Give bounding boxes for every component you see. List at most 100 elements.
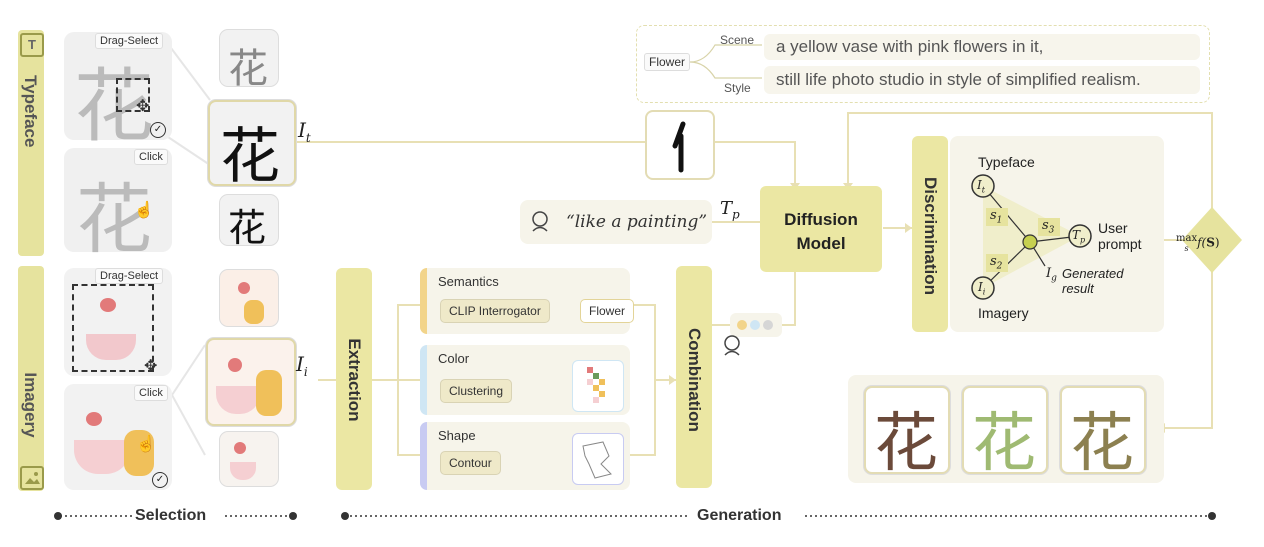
- drag-select-imagery-card[interactable]: ✥: [64, 268, 172, 376]
- result-glyph: 花: [874, 407, 938, 474]
- move-cursor-icon: ✥: [144, 358, 158, 375]
- yellow-vase: [256, 370, 282, 416]
- s3-main: s: [1042, 218, 1049, 233]
- flower-tag: Flower: [644, 53, 691, 71]
- prompt-box: [636, 25, 1210, 103]
- imagery-thumb-selected: [206, 338, 296, 426]
- click-tag: Click: [134, 149, 168, 165]
- S-text: S: [1206, 235, 1215, 250]
- tp-node: Tp: [1072, 228, 1085, 244]
- vase-image: [86, 334, 136, 360]
- tp-sub: p: [732, 207, 740, 222]
- ig-label: Ig: [1046, 266, 1057, 284]
- style-label: Style: [724, 81, 751, 95]
- shape-title: Shape: [438, 428, 476, 443]
- diffusion-label-1: Diffusion: [784, 210, 858, 229]
- ii-node-sub: i: [982, 287, 986, 297]
- max-diamond: [1182, 207, 1242, 273]
- contour-pill: Contour: [440, 451, 501, 475]
- drag-select-tag: Drag-Select: [95, 33, 164, 49]
- typeface-thumb-3: 花: [220, 195, 278, 245]
- generation-footer: Generation: [697, 507, 782, 524]
- extraction-box: [336, 268, 372, 490]
- typeface-sidebar: [18, 30, 44, 256]
- it-main: I: [298, 118, 306, 142]
- f-text: f(: [1197, 235, 1207, 250]
- flower: [238, 282, 250, 294]
- ig-main: I: [1046, 266, 1052, 281]
- s2-main: s: [990, 254, 997, 269]
- tp-label: Tp: [720, 198, 740, 222]
- typeface-icon: T: [20, 33, 44, 57]
- ii-node-main: I: [978, 280, 983, 294]
- vase: [244, 300, 264, 324]
- ii-sub: i: [303, 365, 308, 379]
- combination-label: Combination: [685, 328, 704, 432]
- ii-node: Ii: [978, 280, 985, 296]
- click-imagery-card[interactable]: ☝ ✓: [64, 384, 172, 490]
- s1-main: s: [990, 208, 997, 223]
- flower-image: [86, 412, 102, 426]
- extraction-label: Extraction: [345, 338, 364, 422]
- it-sub: t: [305, 131, 311, 145]
- user-avatar-icon: [530, 210, 550, 232]
- clustering-pill: Clustering: [440, 379, 513, 403]
- s2-sub: 2: [996, 261, 1003, 272]
- move-cursor-icon: ✥: [136, 98, 150, 115]
- result-1: 花: [864, 386, 950, 474]
- diffusion-label-2: Model: [796, 234, 846, 253]
- imagery-thumb-1: [220, 270, 278, 326]
- ii-main: I: [296, 352, 304, 376]
- click-typeface-card[interactable]: 花 ☝: [64, 148, 172, 264]
- result-glyph: 花: [972, 407, 1036, 474]
- ii-label: Ii: [296, 352, 308, 379]
- user-quote: “like a painting”: [566, 212, 708, 232]
- imagery-thumb-3: [220, 432, 278, 486]
- yellow-vase: [124, 430, 154, 476]
- drag-select-tag-2: Drag-Select: [95, 268, 164, 284]
- vase: [230, 462, 256, 480]
- contour-image: [572, 433, 624, 485]
- tp-node-sub: p: [1080, 235, 1086, 245]
- result-glyph: 花: [1070, 407, 1134, 474]
- check-icon: ✓: [150, 122, 166, 138]
- semantics-bar: [420, 268, 427, 334]
- max-function: max s f(S): [1176, 233, 1220, 254]
- generated-label-2: result: [1062, 281, 1094, 296]
- it-node-main: I: [977, 178, 982, 192]
- vase-image: [74, 440, 130, 474]
- select-rect: [72, 284, 154, 372]
- flower: [228, 358, 242, 372]
- glyph: 花: [228, 206, 267, 245]
- discrimination-triangle: [971, 174, 1092, 300]
- discrimination-label: Discrimination: [921, 176, 940, 296]
- selection-footer: Selection: [135, 507, 207, 524]
- discrimination-box: [912, 136, 948, 332]
- it-node: It: [977, 178, 985, 194]
- clip-pill: CLIP Interrogator: [440, 299, 550, 323]
- scene-text: a yellow vase with pink flowers in it,: [764, 34, 1200, 60]
- stroke-glyph-box: [645, 110, 715, 180]
- user-avatar-icon-2: [722, 334, 742, 356]
- s1-label: s1: [990, 208, 1002, 226]
- s1-sub: 1: [996, 215, 1003, 226]
- diffusion-model-box: [760, 186, 882, 272]
- imagery-node-label: Imagery: [978, 305, 1029, 321]
- flower: [234, 442, 246, 454]
- tp-node-main: T: [1072, 228, 1081, 242]
- vase: [216, 386, 260, 414]
- glyph: 花: [74, 60, 154, 153]
- style-text: still life photo studio in style of simp…: [764, 66, 1200, 94]
- combination-box: [676, 266, 712, 488]
- hand-cursor-icon: ☝: [134, 202, 154, 219]
- drag-select-typeface-card[interactable]: 花 ✥ ✓: [64, 32, 172, 153]
- s3-label: s3: [1042, 218, 1054, 236]
- color-bar: [420, 345, 427, 415]
- glyph: 花: [76, 175, 152, 264]
- typeface-label: Typeface: [21, 75, 40, 148]
- result-3: 花: [1060, 386, 1146, 474]
- flower-image: [100, 298, 116, 312]
- imagery-sidebar: [18, 266, 44, 491]
- combined-dots: [730, 313, 782, 337]
